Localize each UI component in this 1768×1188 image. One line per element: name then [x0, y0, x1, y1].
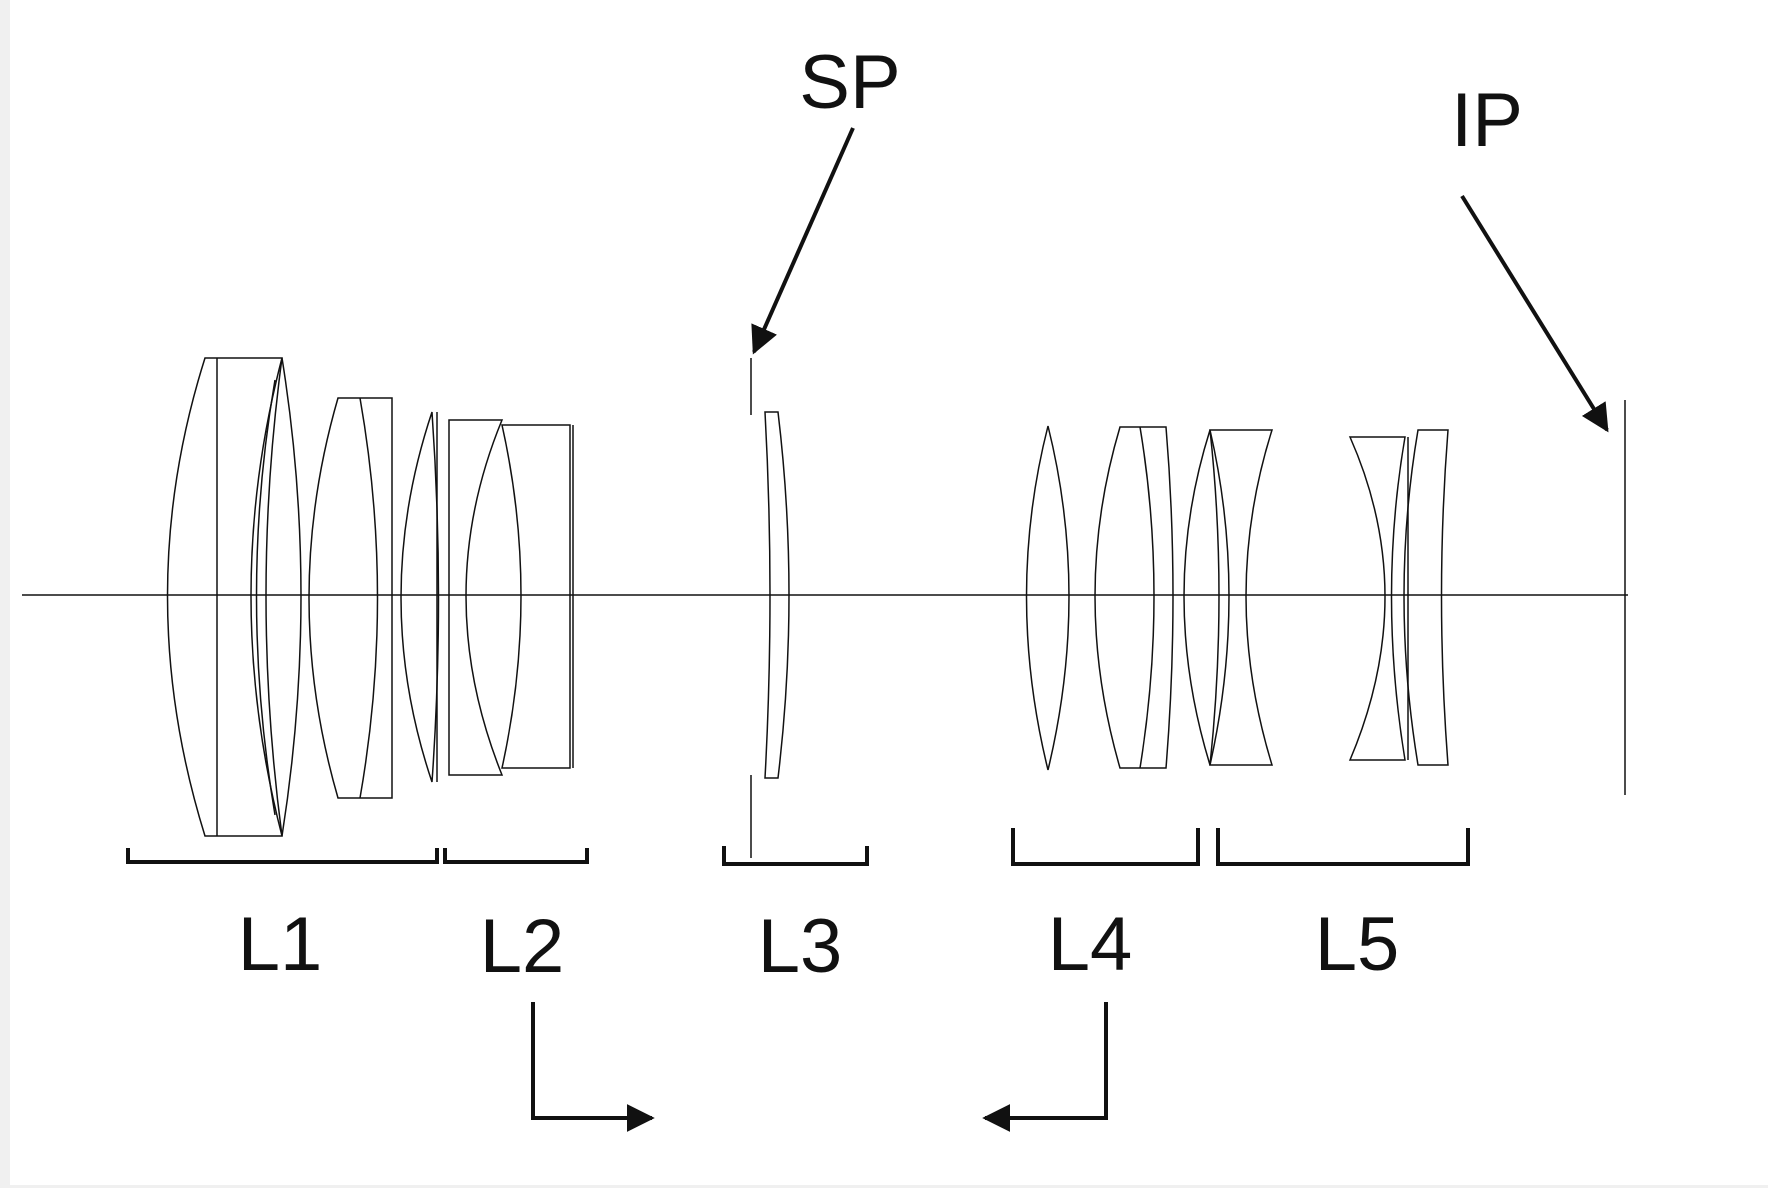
group-brackets [126, 828, 1470, 866]
lens-element [250, 357, 302, 837]
lens-element [1025, 425, 1070, 771]
label-sp: SP [799, 40, 900, 125]
l2-movement-arrow [531, 1002, 655, 1132]
label-ip: IP [1451, 78, 1523, 163]
bracket-l5 [1216, 828, 1470, 866]
lens-group-l5 [1183, 429, 1449, 766]
lens-element [308, 397, 393, 799]
lens-element [501, 424, 571, 769]
lens-group-l1 [166, 357, 440, 837]
label-l3: L3 [758, 904, 843, 989]
label-l2: L2 [480, 904, 565, 989]
lens-element [448, 419, 504, 776]
label-l1: L1 [238, 902, 323, 987]
bracket-l2 [443, 848, 589, 864]
bracket-l1 [126, 848, 439, 864]
lens-element [1348, 436, 1406, 761]
lens-element [166, 357, 283, 837]
bracket-l3 [722, 846, 869, 866]
diagram-background [10, 0, 1768, 1185]
lens-element [1403, 429, 1449, 766]
lens-group-l3 [764, 411, 790, 779]
label-l5: L5 [1315, 902, 1400, 987]
lens-element [1094, 426, 1174, 769]
lens-element [1209, 429, 1274, 766]
label-l4: L4 [1048, 902, 1133, 987]
lens-group-l2 [448, 419, 574, 776]
sp-pointer-arrow [751, 127, 855, 355]
lens-group-l4 [1025, 425, 1174, 771]
bracket-l4 [1011, 828, 1200, 866]
l4-movement-arrow [982, 1002, 1108, 1132]
lens-element [764, 411, 790, 779]
ip-pointer-arrow [1460, 194, 1609, 433]
